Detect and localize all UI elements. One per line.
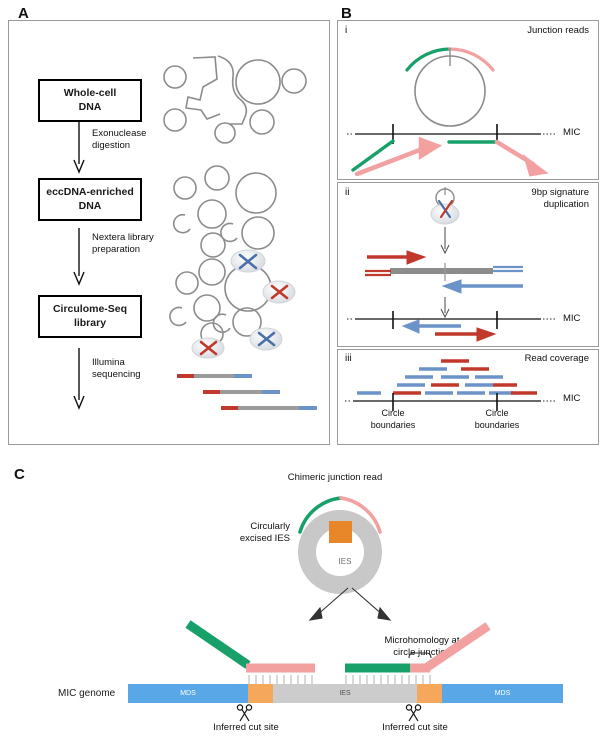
flow-box-whole-cell-dna: Whole-cell DNA [38, 79, 142, 122]
scissors-icon-left [236, 704, 253, 722]
boundary-right-line1: Circle [485, 408, 509, 418]
panel-b-iii-mic-label: MIC [563, 393, 581, 404]
mic-genome-label: MIC genome [58, 688, 116, 699]
boundary-left-line2: boundaries [370, 419, 416, 430]
arrow-1-line2: digestion [92, 139, 131, 151]
panel-b-ii-mic-label: MIC [563, 313, 581, 324]
mds-right-label: MDS [494, 690, 511, 697]
split-arrows [308, 587, 392, 621]
boundary-right-line2: boundaries [474, 419, 520, 430]
flow-box-1-line2: DNA [78, 100, 102, 113]
panel-b-i-title: Junction reads [527, 25, 589, 36]
junction-read-alignment-diagram [185, 620, 491, 688]
arrow-2-line1: Nextera library [92, 232, 154, 243]
panel-b-ii-title: 9bp signature duplication [447, 187, 589, 211]
flow-arrow-3 [73, 348, 85, 410]
arrow-2-line2: preparation [92, 243, 141, 255]
flow-arrow-2 [73, 228, 85, 286]
flow-box-eccdna-enriched: eccDNA-enriched DNA [38, 178, 142, 221]
flow-box-circulome-seq-library: Circulome-Seq library [38, 295, 142, 338]
genome-segment-cut-right [417, 684, 442, 703]
circle-label-line1: Circularly [250, 521, 290, 532]
mds-left-label: MDS [180, 690, 196, 697]
circle-boundaries-right-label: Circle boundaries [457, 408, 537, 431]
panel-b-section-i-frame [337, 20, 599, 180]
boundary-left-line1: Circle [381, 408, 405, 418]
genome-segment-ies [273, 684, 417, 703]
flow-arrow-3-label: Illumina sequencing [92, 357, 141, 381]
ies-label: IES [339, 690, 351, 697]
circularly-excised-ies-diagram [298, 496, 382, 594]
flow-arrow-2-label: Nextera library preparation [92, 232, 154, 256]
genome-segment-mds-left [128, 684, 248, 703]
genome-segment-mds-right [442, 684, 563, 703]
inferred-cut-site-right-label: Inferred cut site [382, 722, 448, 733]
eccdna-enriched-illustration [172, 165, 277, 258]
panel-b-iii-title: Read coverage [524, 353, 589, 364]
panel-b-i-numeral: i [345, 25, 348, 36]
scissors-icon-right [405, 704, 422, 722]
donut-ies-label: IES [338, 557, 352, 566]
flow-arrow-1 [73, 122, 85, 174]
sequencing-reads-illustration [177, 374, 317, 410]
circle-boundaries-left-label: Circle boundaries [353, 408, 433, 431]
panel-b-ii-numeral: ii [345, 187, 350, 198]
flow-box-2-line2: DNA [78, 199, 102, 212]
arrow-3-line2: sequencing [92, 368, 141, 380]
panel-b-ii-diagram [347, 187, 557, 342]
panel-b-i-mic-label: MIC [563, 127, 581, 138]
circularly-excised-ies-label: Circularly excised IES [218, 521, 290, 546]
panel-b-ii-title-line2: duplication [543, 198, 589, 210]
panel-b-ii-title-line1: 9bp signature [531, 187, 589, 198]
chimeric-junction-read-label: Chimeric junction read [287, 472, 383, 483]
panel-b-iii-numeral: iii [345, 353, 352, 364]
flow-box-2-line1: eccDNA-enriched [46, 186, 134, 199]
circulome-library-illustration [169, 249, 296, 359]
panel-a-letter: A [18, 5, 29, 22]
panel-b-letter: B [341, 5, 352, 22]
whole-cell-dna-illustration [163, 55, 307, 144]
flow-box-3-line1: Circulome-Seq [52, 303, 128, 316]
flow-arrow-1-label: Exonuclease digestion [92, 128, 146, 152]
flow-box-3-line2: library [73, 316, 107, 329]
microhomology-line1: Microhomology at [384, 635, 460, 646]
panel-c-letter: C [14, 466, 25, 483]
mic-genome-bar: MDS IES MDS [128, 684, 563, 703]
inferred-cut-site-left-label: Inferred cut site [213, 722, 279, 733]
genome-segment-cut-left [248, 684, 273, 703]
flow-box-1-line1: Whole-cell [63, 87, 117, 100]
panel-b-iii-diagram [345, 359, 557, 411]
panel-b-i-diagram [347, 47, 557, 177]
arrow-1-line1: Exonuclease [92, 128, 147, 139]
panel-b-section-iii-frame [337, 349, 599, 445]
circle-label-line2: excised IES [239, 533, 290, 545]
arrow-3-line1: Illumina [92, 357, 125, 368]
